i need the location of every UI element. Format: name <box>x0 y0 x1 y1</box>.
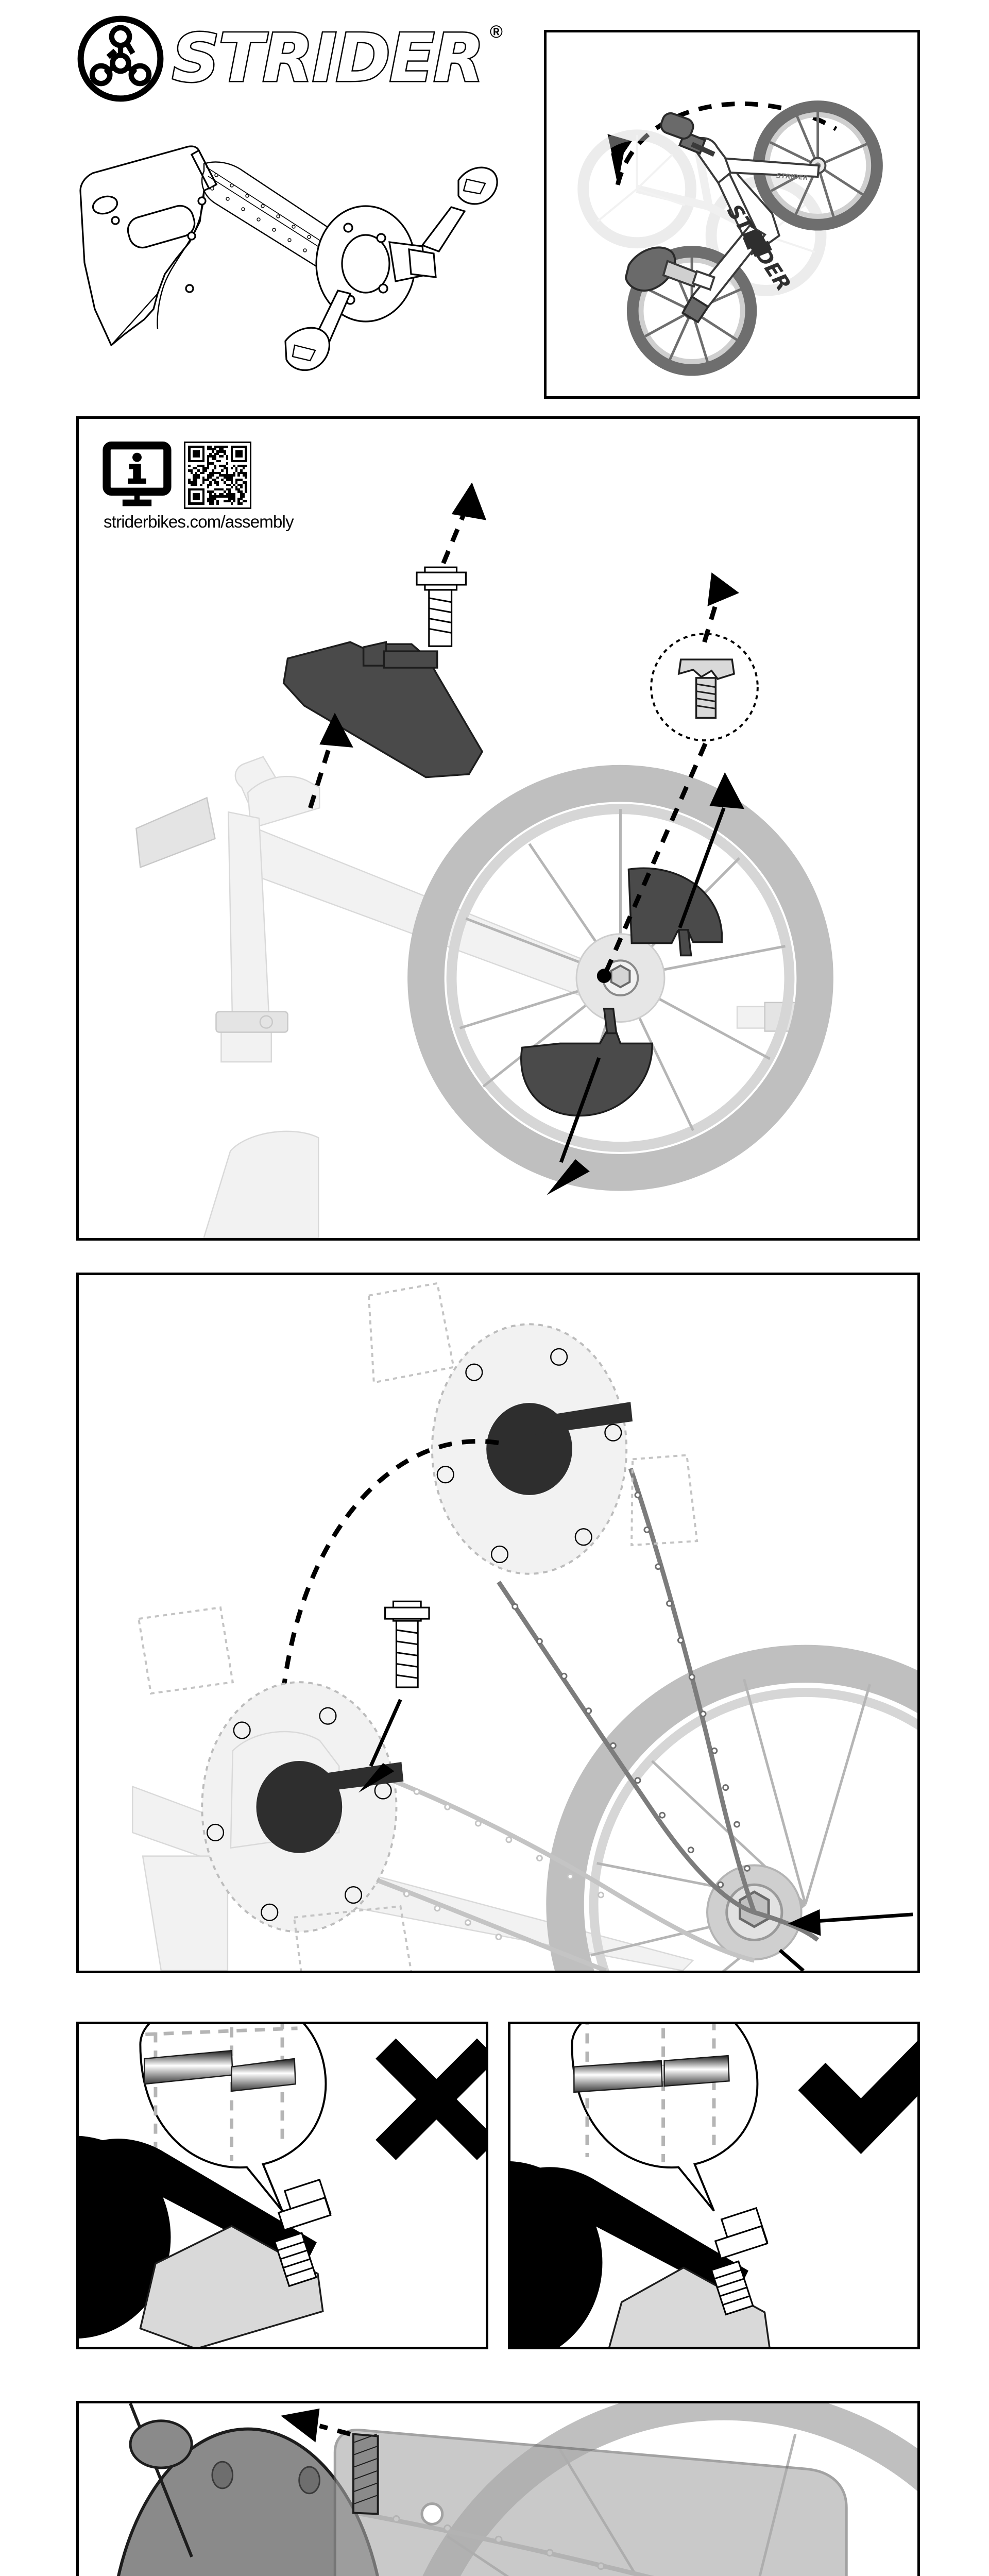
bike-handlebar <box>660 112 715 157</box>
info-monitor-icon <box>103 442 172 507</box>
assembly-info-block: striderbikes.com/assembly <box>103 442 294 532</box>
crank-bolt-arrow <box>359 1699 402 1793</box>
chain-guard <box>333 2429 848 2576</box>
panel-correct <box>508 2022 920 2349</box>
magnifier-bubble <box>139 2024 327 2212</box>
sprocket-pointer-arrows <box>778 1909 913 1971</box>
strider-roundel-icon <box>76 14 165 103</box>
crank-position-installed <box>137 1606 412 1971</box>
magnifier-bubble <box>571 2024 759 2212</box>
rear-decal: STRIDER <box>776 172 809 182</box>
hub-screw-axis <box>596 735 711 984</box>
hub-cover-screw-callout <box>650 633 759 742</box>
guard-slide-arrow-top <box>280 2408 351 2443</box>
panel-parts <box>62 139 498 407</box>
assembly-url[interactable]: striderbikes.com/assembly <box>104 512 294 531</box>
bike-saddle <box>624 246 715 292</box>
footrest-bar-arrow <box>308 713 353 809</box>
panel-install-crank <box>76 1273 920 1973</box>
panel-slide-guard <box>76 2401 920 2576</box>
frame-and-bolt <box>79 2136 332 2347</box>
panel-flip-bike: STRIDER STRIDER <box>544 30 920 399</box>
panel-incorrect <box>76 2022 488 2349</box>
check-mark-icon <box>798 2041 917 2154</box>
cross-mark-icon <box>376 2038 486 2160</box>
footrest-bar-part <box>282 641 484 778</box>
ghost-frame <box>135 756 807 1238</box>
qr-code-assembly[interactable] <box>184 442 251 509</box>
frame-and-bolt <box>510 2161 771 2347</box>
brand-wordmark-text: STRIDER <box>171 19 486 98</box>
footrest-bolt-arrow <box>441 482 487 564</box>
bottom-hub-arrow <box>547 1057 601 1195</box>
chain-installed <box>497 1467 820 1942</box>
screw-removal-arrow <box>702 572 740 643</box>
crank-position-exploded <box>367 1282 698 1575</box>
footrest-bolt-part <box>416 566 467 647</box>
crank-disc <box>116 2403 379 2576</box>
brand-wordmark: STRIDER ® <box>171 19 503 98</box>
hub-cover-top-half <box>627 867 723 957</box>
front-wheel <box>407 765 833 1191</box>
registered-mark: ® <box>489 22 503 42</box>
hub-cover-bottom-half <box>520 1008 653 1117</box>
chain-guard-part <box>79 145 218 347</box>
guard-tabs <box>352 2433 379 2515</box>
crank-bolt-part <box>384 1600 430 1688</box>
crank-assembly-part <box>284 166 498 371</box>
brand-header: STRIDER ® <box>76 14 503 133</box>
top-hub-arrow <box>678 772 744 928</box>
panel-remove-hardware: striderbikes.com/assembly <box>76 416 920 1241</box>
